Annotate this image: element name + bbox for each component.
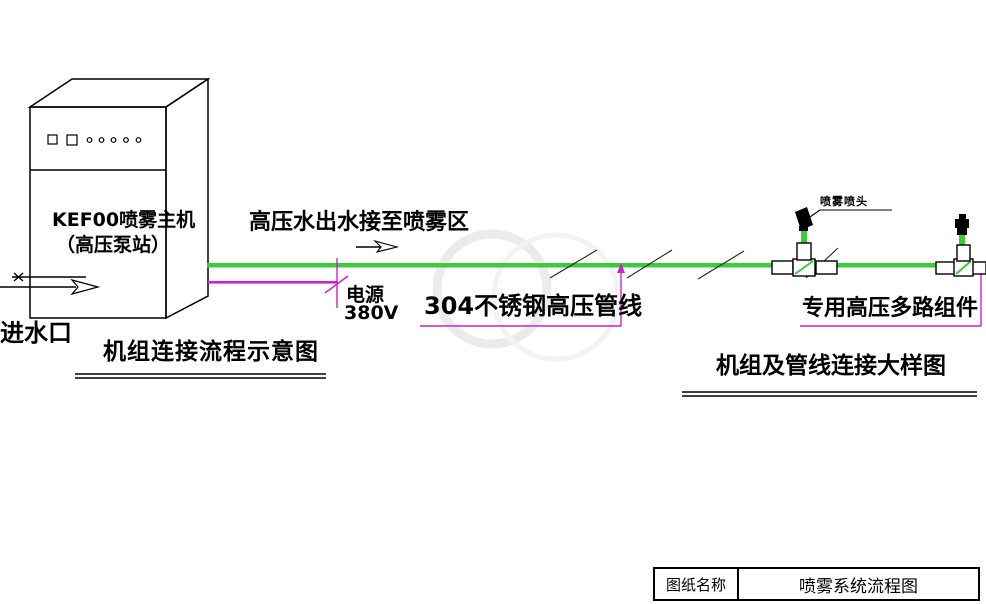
caption-right-underline: [682, 391, 977, 397]
title-block-field-label: 图纸名称: [655, 569, 739, 599]
nozzle-head-icon: [955, 214, 969, 235]
cabinet-top-face: [27, 78, 211, 108]
high-pressure-pipe-line: [207, 263, 977, 268]
water-inlet-label: 进水口: [0, 319, 72, 347]
nozzle-head-icon: [795, 207, 813, 231]
water-inlet-arrow-icon: [0, 272, 101, 296]
pipe-coupling-icon: [971, 261, 986, 275]
pipe-coupling-icon: [771, 260, 794, 275]
caption-left-underline: [75, 373, 326, 379]
cabinet-side-face: [165, 77, 209, 320]
pump-cabinet: [27, 77, 211, 320]
machine-subname-label: （高压泵站）: [56, 234, 171, 256]
detail-diagram-caption: 机组及管线连接大样图: [716, 353, 946, 379]
nozzle-stem: [959, 230, 965, 247]
pipe-coupling-icon: [815, 260, 838, 275]
nozzle-label: 喷雾喷头: [820, 195, 868, 208]
spray-nozzle-assembly-1: [771, 207, 838, 277]
pipe-material-label: 304不锈钢高压管线: [424, 292, 643, 320]
spray-nozzle-assembly-2: [935, 214, 986, 277]
power-voltage-label: 380V: [344, 302, 399, 324]
flow-direction-arrow-icon: [356, 239, 400, 253]
machine-name-label: KEF00喷雾主机: [52, 209, 196, 231]
watermark-icon: [432, 229, 621, 362]
power-break-slash-icon: [324, 275, 349, 294]
power-label: 电源: [346, 284, 385, 306]
nozzle-stem: [801, 227, 807, 244]
nozzle-label-leader: [799, 209, 892, 225]
flow-diagram-caption: 机组连接流程示意图: [103, 339, 319, 365]
title-block-table: 图纸名称 喷雾系统流程图: [653, 567, 980, 601]
pipe-label-leader: [420, 263, 625, 327]
nozzle-body-icon: [956, 244, 971, 262]
panel-button-icons: [47, 134, 142, 146]
cabinet-front-face: [29, 106, 167, 319]
power-supply-line: [208, 258, 349, 308]
outlet-annotation: 高压水出水接至喷雾区: [249, 210, 470, 235]
nozzle-body-icon: [796, 242, 812, 261]
title-block-drawing-title: 喷雾系统流程图: [799, 576, 918, 597]
pipe-coupling-icon: [935, 261, 956, 275]
manifold-label: 专用高压多路组件: [802, 296, 979, 321]
